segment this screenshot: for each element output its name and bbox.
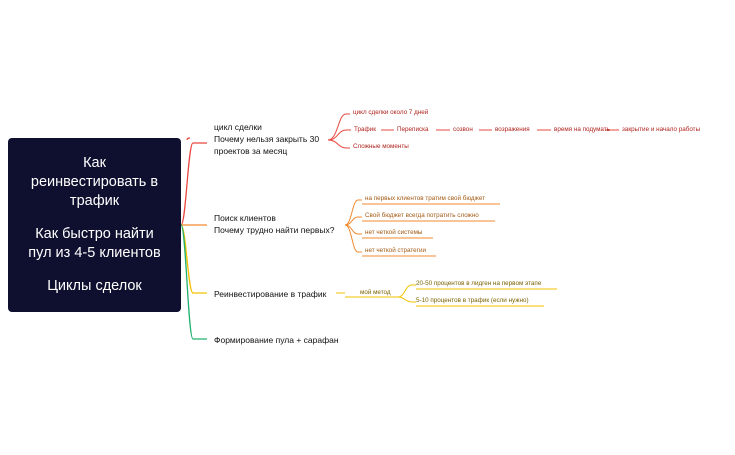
leaf-search-1[interactable]: на первых клиентов тратим свой бюджет — [365, 195, 485, 202]
branch-node-search-clients[interactable]: Поиск клиентов Почему трудно найти первы… — [214, 212, 334, 236]
bracket-red — [186, 137, 191, 141]
branch-line: Формирование пула + сарафан — [214, 335, 339, 345]
leaf-chain-messaging[interactable]: Переписка — [397, 126, 429, 133]
root-topic-node[interactable]: Как реинвестировать в трафик Как быстро … — [8, 138, 181, 312]
connector-deal-last — [327, 139, 350, 149]
leaf-deal-duration[interactable]: цикл сделки около 7 дней — [353, 109, 429, 116]
connector-deal-first — [327, 113, 350, 141]
leaf-my-method[interactable]: мой метод — [360, 289, 391, 296]
root-line: пул из 4-5 клиентов — [28, 245, 161, 261]
connector-branch-4 — [180, 224, 207, 340]
connector-reinvest-2 — [397, 296, 416, 303]
leaf-chain-call[interactable]: созвон — [453, 126, 473, 133]
branch-node-pool[interactable]: Формирование пула + сарафан — [214, 334, 339, 346]
leaf-chain-objections[interactable]: возражения — [495, 126, 530, 133]
branch-line: Почему нельзя закрыть 30 — [214, 134, 320, 144]
branch-line: Поиск клиентов — [214, 213, 276, 223]
branch-line: Почему трудно найти первых? — [214, 225, 335, 235]
branch-node-deal-cycle[interactable]: цикл сделки Почему нельзя закрыть 30 про… — [214, 121, 319, 157]
leaf-reinvest-2[interactable]: 5-10 процентов в трафик (если нужно) — [416, 297, 529, 304]
leaf-chain-traffic[interactable]: Трафик — [354, 126, 376, 133]
leaf-difficult-moments[interactable]: Сложные моменты — [353, 143, 409, 150]
leaf-chain-closing[interactable]: закрытие и начало работы — [622, 126, 701, 133]
leaf-search-2[interactable]: Свой бюджет всегда потратить сложно — [365, 212, 479, 219]
leaf-reinvest-1[interactable]: 20-50 процентов в лидген на первом этапе — [416, 280, 542, 287]
root-line: Циклы сделок — [47, 278, 142, 294]
leaf-chain-thinking-time[interactable]: время на подумать — [554, 126, 610, 133]
connector-deal-chain — [327, 129, 351, 141]
leaf-search-4[interactable]: нет четкой стратегии — [365, 247, 427, 254]
root-line: Как быстро найти — [35, 226, 154, 242]
leaf-search-3[interactable]: нет четкой системы — [365, 229, 423, 236]
connector-branch-1 — [180, 142, 207, 226]
branch-node-reinvest[interactable]: Реинвестирование в трафик — [214, 288, 326, 300]
root-line: реинвестировать в — [30, 174, 159, 190]
branch-line: Реинвестирование в трафик — [214, 289, 327, 299]
connector-search-2 — [344, 216, 362, 226]
connector-reinvest-1 — [397, 284, 416, 298]
branch-line: проектов за месяц — [214, 146, 288, 156]
root-line: трафик — [69, 193, 120, 209]
connector-search-4 — [344, 224, 362, 253]
connector-search-1 — [344, 199, 362, 226]
root-line: Как — [83, 155, 106, 171]
branch-line: цикл сделки — [214, 122, 262, 132]
